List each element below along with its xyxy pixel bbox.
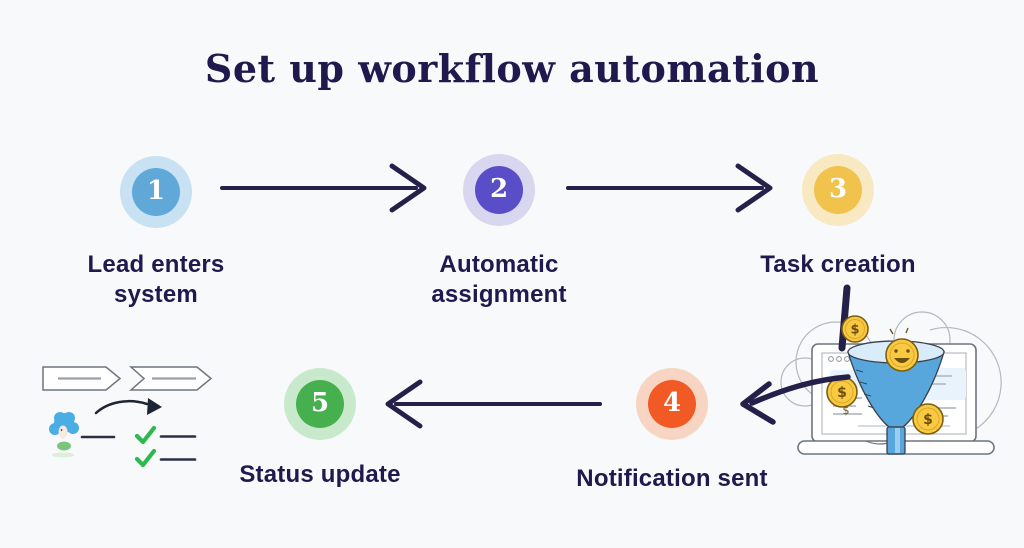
step-4-number: 4 xyxy=(648,380,696,428)
process-chevron-icon xyxy=(129,366,213,391)
step-3-number: 3 xyxy=(814,166,862,214)
checklist-illustration xyxy=(42,366,213,468)
svg-text:$: $ xyxy=(850,323,859,338)
process-chevron-icon xyxy=(42,366,122,391)
character-icon xyxy=(49,412,79,458)
checkmark-icon xyxy=(134,448,157,468)
svg-text:$: $ xyxy=(923,412,933,428)
step-2-label: Automatic assignment xyxy=(431,251,567,308)
diagram-title: Set up workflow automation xyxy=(204,46,820,91)
dollar-coin-icon: $ xyxy=(912,403,944,435)
arrow-step4-step5 xyxy=(385,379,602,429)
check-row xyxy=(134,425,197,445)
step-1-number: 1 xyxy=(132,168,180,216)
funnel-laptop-illustration: $ $ $ $ xyxy=(780,284,1002,455)
dollar-coin-icon: $ $ xyxy=(826,376,858,417)
step-2-badge: 2 xyxy=(463,154,535,226)
smiley-coin-icon xyxy=(885,327,919,372)
step-2-number: 2 xyxy=(475,166,523,214)
svg-text:$: $ xyxy=(837,385,847,401)
dollar-coin-icon: $ xyxy=(841,315,869,343)
svg-text:$: $ xyxy=(843,404,850,417)
step-1-label: Lead enters system xyxy=(87,251,225,308)
step-1-badge: 1 xyxy=(120,156,192,228)
step-4-badge: 4 xyxy=(636,368,708,440)
arrow-funnel-step4 xyxy=(740,374,851,425)
step-5-badge: 5 xyxy=(284,368,356,440)
step-5-number: 5 xyxy=(296,380,344,428)
curved-arrow-icon xyxy=(94,398,162,415)
step-4-label: Notification sent xyxy=(576,465,768,492)
arrow-step1-step2 xyxy=(220,163,427,213)
arrow-step2-step3 xyxy=(566,163,773,213)
checkmark-icon xyxy=(134,425,157,445)
check-row xyxy=(134,448,197,468)
funnel-icon xyxy=(847,340,945,455)
step-5-label: Status update xyxy=(239,461,401,488)
step-3-badge: 3 xyxy=(802,154,874,226)
step-3-label: Task creation xyxy=(760,251,916,278)
arrow-step3-to-funnel xyxy=(838,284,851,352)
